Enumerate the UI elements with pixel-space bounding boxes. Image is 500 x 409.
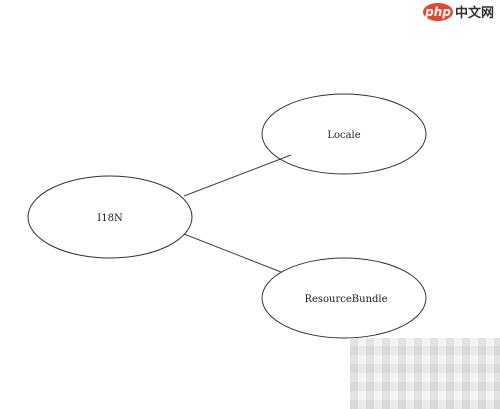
- pixelated-watermark-area: [350, 338, 500, 409]
- node-locale-label: Locale: [327, 130, 360, 141]
- node-resourcebundle: ResourceBundle: [261, 257, 427, 339]
- edge-i18n-locale: [183, 154, 292, 197]
- php-logo: php: [422, 2, 453, 21]
- node-locale-shape: [261, 93, 427, 175]
- site-watermark: php 中文网: [422, 2, 494, 21]
- node-i18n-shape: [27, 175, 193, 259]
- node-i18n: I18N: [27, 175, 193, 259]
- node-locale: Locale: [261, 93, 427, 175]
- watermark-site-text: 中文网: [454, 6, 494, 21]
- edge-i18n-resourcebundle: [183, 233, 282, 273]
- node-i18n-label: I18N: [97, 213, 123, 224]
- node-resourcebundle-label: ResourceBundle: [304, 294, 387, 305]
- node-resourcebundle-shape: [261, 257, 427, 339]
